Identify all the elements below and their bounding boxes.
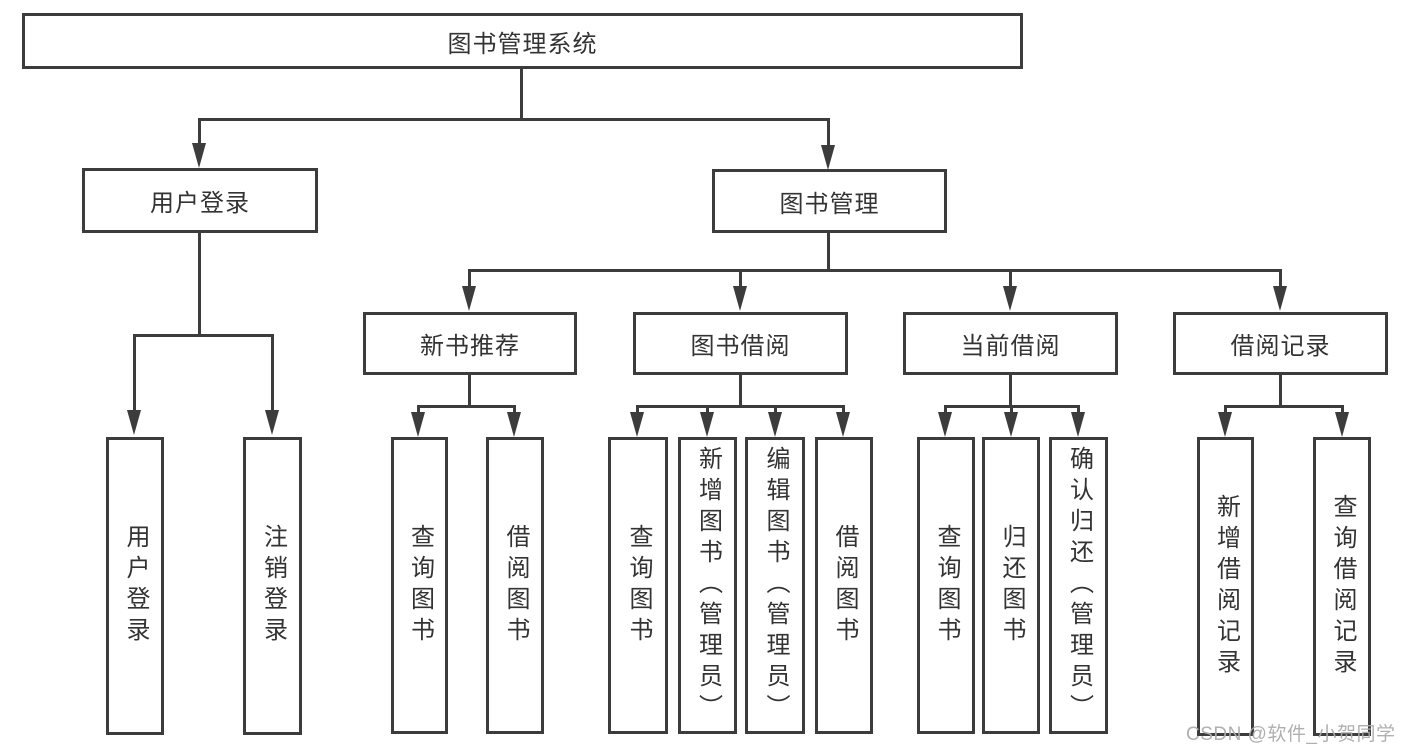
node-library-system-label: 图书管理系统 bbox=[447, 30, 598, 58]
leaf-borrow-edit-admin: 编辑图书（管理员） bbox=[745, 437, 805, 734]
arrow-to-borrow-query-icon bbox=[630, 412, 644, 437]
leaf-records-query: 查询借阅记录 bbox=[1313, 437, 1371, 736]
arrow-to-borrow-records-icon bbox=[1273, 286, 1287, 311]
connector-userlogin-drop2 bbox=[271, 334, 274, 412]
arrow-to-book-management-icon bbox=[821, 145, 835, 170]
connector-l3-drop1 bbox=[468, 269, 471, 288]
arrow-to-user-login-icon bbox=[192, 143, 206, 168]
leaf-borrow-query-label: 查询图书 bbox=[625, 523, 652, 648]
connector-records-drop1 bbox=[1224, 405, 1227, 415]
connector-bookborrow-drop4 bbox=[842, 405, 845, 415]
arrow-to-borrow-edit-icon bbox=[768, 412, 782, 437]
node-book-management-label: 图书管理 bbox=[779, 190, 880, 218]
connector-records-trunk bbox=[1279, 375, 1282, 408]
node-book-borrow-label: 图书借阅 bbox=[690, 333, 791, 360]
node-user-login-label: 用户登录 bbox=[150, 190, 250, 217]
node-library-system: 图书管理系统 bbox=[22, 13, 1023, 69]
connector-current-drop3 bbox=[1077, 405, 1080, 415]
connector-bookborrow-drop2 bbox=[706, 405, 709, 415]
leaf-borrow-borrow: 借阅图书 bbox=[815, 437, 873, 734]
connector-root-bar bbox=[198, 118, 830, 121]
node-book-management: 图书管理 bbox=[712, 169, 947, 233]
connector-root-drop-right bbox=[827, 118, 830, 147]
leaf-current-query: 查询图书 bbox=[917, 437, 975, 734]
arrow-to-book-borrow-icon bbox=[733, 286, 747, 311]
leaf-borrow-query: 查询图书 bbox=[608, 437, 668, 734]
leaf-current-confirm-admin-label: 确认归还（管理员） bbox=[1065, 446, 1093, 725]
connector-bookmgmt-bar bbox=[468, 269, 1281, 272]
leaf-newbooks-borrow-label: 借阅图书 bbox=[502, 523, 529, 648]
arrow-to-borrow-add-icon bbox=[700, 412, 714, 437]
leaf-records-add-label: 新增借阅记录 bbox=[1212, 493, 1240, 680]
leaf-newbooks-borrow: 借阅图书 bbox=[486, 437, 544, 734]
node-user-login: 用户登录 bbox=[82, 168, 318, 233]
leaf-newbooks-query: 查询图书 bbox=[391, 437, 448, 734]
leaf-user-login-label: 用户登录 bbox=[122, 524, 149, 648]
leaf-records-query-label: 查询借阅记录 bbox=[1329, 493, 1356, 680]
connector-newbooks-trunk bbox=[468, 375, 471, 408]
arrow-to-records-add-icon bbox=[1218, 412, 1232, 437]
arrow-to-current-return-icon bbox=[1004, 412, 1018, 437]
leaf-current-return-label: 归还图书 bbox=[998, 523, 1025, 648]
arrow-to-new-book-recommend-icon bbox=[462, 286, 476, 311]
leaf-borrow-add-admin-label: 新增图书（管理员） bbox=[694, 446, 722, 725]
connector-userlogin-trunk bbox=[198, 233, 201, 337]
connector-bookborrow-bar bbox=[636, 405, 845, 408]
arrow-to-current-borrow-icon bbox=[1003, 286, 1017, 311]
arrow-to-newbooks-query-icon bbox=[411, 412, 425, 437]
arrow-to-leaf-logout-icon bbox=[265, 410, 279, 435]
leaf-newbooks-query-label: 查询图书 bbox=[406, 523, 434, 648]
connector-l3-drop4 bbox=[1279, 269, 1282, 288]
leaf-borrow-borrow-label: 借阅图书 bbox=[831, 523, 858, 648]
leaf-records-add: 新增借阅记录 bbox=[1197, 437, 1254, 736]
connector-l3-drop3 bbox=[1009, 269, 1012, 288]
arrow-to-newbooks-borrow-icon bbox=[507, 412, 521, 437]
csdn-watermark: CSDN @软件_小贺同学 bbox=[1186, 724, 1396, 745]
node-borrow-records: 借阅记录 bbox=[1173, 312, 1388, 375]
arrow-to-borrow-borrow-icon bbox=[836, 412, 850, 437]
connector-newbooks-drop1 bbox=[417, 405, 420, 415]
node-current-borrow-label: 当前借阅 bbox=[960, 333, 1061, 360]
leaf-logout-label: 注销登录 bbox=[259, 524, 287, 648]
node-new-book-recommend: 新书推荐 bbox=[363, 312, 577, 375]
connector-current-trunk bbox=[1009, 375, 1012, 408]
connector-newbooks-drop2 bbox=[513, 405, 516, 415]
connector-bookborrow-drop3 bbox=[774, 405, 777, 415]
connector-current-drop2 bbox=[1010, 405, 1013, 415]
node-borrow-records-label: 借阅记录 bbox=[1230, 333, 1331, 360]
arrow-to-leaf-login-icon bbox=[127, 410, 141, 435]
connector-current-drop1 bbox=[944, 405, 947, 415]
arrow-to-records-query-icon bbox=[1335, 412, 1349, 437]
connector-userlogin-bar bbox=[133, 334, 274, 337]
node-current-borrow: 当前借阅 bbox=[903, 312, 1118, 375]
leaf-current-confirm-admin: 确认归还（管理员） bbox=[1049, 437, 1108, 734]
leaf-current-query-label: 查询图书 bbox=[933, 523, 960, 648]
node-book-borrow: 图书借阅 bbox=[633, 312, 848, 375]
leaf-borrow-edit-admin-label: 编辑图书（管理员） bbox=[762, 446, 789, 725]
connector-userlogin-drop1 bbox=[133, 334, 136, 412]
connector-bookborrow-trunk bbox=[739, 375, 742, 408]
connector-bookmgmt-trunk bbox=[827, 233, 830, 272]
connector-root-trunk bbox=[520, 68, 523, 119]
arrow-to-current-query-icon bbox=[938, 412, 952, 437]
connector-bookborrow-drop1 bbox=[636, 405, 639, 415]
node-new-book-recommend-label: 新书推荐 bbox=[420, 333, 520, 360]
leaf-user-login: 用户登录 bbox=[106, 437, 164, 735]
connector-records-drop2 bbox=[1341, 405, 1344, 415]
leaf-logout: 注销登录 bbox=[243, 437, 302, 735]
connector-records-bar bbox=[1224, 405, 1344, 408]
arrow-to-current-confirm-icon bbox=[1071, 412, 1085, 437]
connector-l3-drop2 bbox=[739, 269, 742, 288]
leaf-borrow-add-admin: 新增图书（管理员） bbox=[678, 437, 737, 734]
leaf-current-return: 归还图书 bbox=[982, 437, 1040, 734]
connector-root-drop-left bbox=[198, 118, 201, 146]
connector-newbooks-bar bbox=[417, 405, 516, 408]
